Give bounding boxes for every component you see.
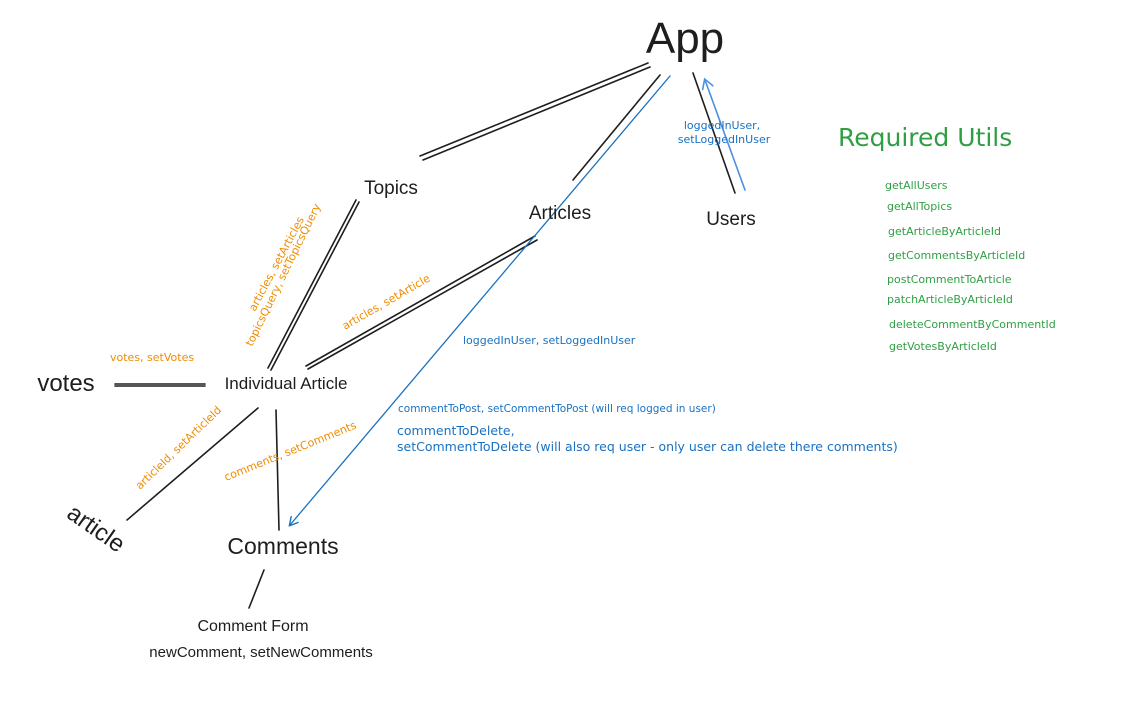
edge-articles-individual — [305, 235, 536, 367]
node-votes: votes — [37, 370, 94, 397]
util-item: patchArticleByArticleId — [887, 293, 1013, 306]
node-comment-form-state: newComment, setNewComments — [149, 644, 372, 661]
edge-comments-form — [248, 569, 265, 609]
edge-topics-individual-b — [270, 201, 360, 371]
note-comment-to-delete-2: setCommentToDelete (will also req user -… — [397, 439, 898, 454]
util-item: getVotesByArticleId — [889, 340, 997, 353]
node-article: article — [62, 499, 130, 558]
note-comment-to-delete-1: commentToDelete, — [397, 423, 515, 438]
nodes: App Topics Articles Users Individual Art… — [37, 14, 756, 661]
node-topics: Topics — [364, 178, 418, 199]
user-labels: loggedInUser, setLoggedInUser loggedInUs… — [397, 119, 898, 454]
edge-app-articles — [572, 74, 661, 181]
state-labels: articles, setArticles topicsQuery, setTo… — [110, 201, 433, 492]
edge-individual-comments — [275, 409, 280, 531]
required-utils-title: Required Utils — [838, 123, 1012, 152]
edge-app-topics-b — [422, 66, 651, 161]
edge-app-topics — [419, 62, 649, 157]
node-comments: Comments — [227, 533, 338, 559]
arrow-users-to-app — [705, 80, 746, 191]
arrow-app-to-comments — [290, 75, 671, 525]
edge-topics-individual — [267, 199, 357, 369]
label-votes: votes, setVotes — [110, 351, 194, 364]
edges — [114, 62, 736, 609]
node-users: Users — [706, 209, 756, 230]
label-users-app-2: setLoggedInUser — [678, 133, 771, 146]
node-articles: Articles — [529, 203, 591, 224]
note-comment-to-post: commentToPost, setCommentToPost (will re… — [398, 403, 716, 415]
util-item: deleteCommentByCommentId — [889, 318, 1056, 331]
edge-app-users — [692, 72, 736, 194]
util-item: getCommentsByArticleId — [888, 249, 1025, 262]
label-comments: comments, setComments — [222, 419, 358, 484]
edge-individual-article — [126, 407, 259, 521]
label-topics-query: topicsQuery, setTopicsQuery — [243, 201, 324, 348]
util-item: getAllTopics — [887, 200, 952, 213]
util-item: postCommentToArticle — [887, 273, 1012, 286]
prop-arrows — [290, 75, 746, 525]
util-item: getAllUsers — [885, 179, 948, 192]
required-utils: Required Utils getAllUsers getAllTopics … — [838, 123, 1056, 353]
label-app-comments: loggedInUser, setLoggedInUser — [463, 334, 636, 347]
label-users-app-1: loggedInUser, — [684, 119, 760, 132]
edge-articles-individual-b — [307, 239, 538, 370]
node-app: App — [646, 14, 724, 63]
node-individual-article: Individual Article — [225, 374, 348, 393]
util-item: getArticleByArticleId — [888, 225, 1001, 238]
node-comment-form: Comment Form — [197, 618, 308, 635]
